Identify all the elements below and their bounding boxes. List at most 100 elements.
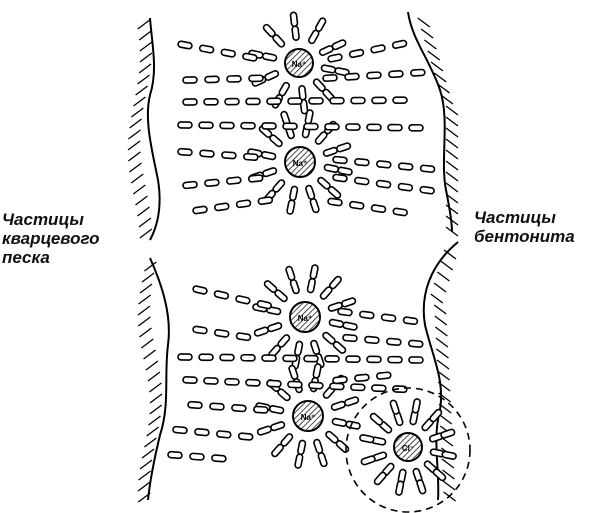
surface-hatch-line [139, 218, 151, 227]
water-dipole [367, 356, 381, 362]
water-dipole [287, 200, 296, 215]
water-dipole [318, 452, 328, 467]
water-dipole [254, 406, 268, 413]
water-dipole [261, 151, 276, 160]
water-dipole [227, 177, 242, 184]
water-dipole [371, 205, 386, 213]
water-dipole [168, 451, 182, 458]
water-dipole [354, 177, 369, 185]
surface-hatch-line [140, 53, 152, 62]
surface-hatch-line [442, 459, 454, 468]
water-dipole [232, 405, 246, 412]
water-dipole [395, 481, 404, 496]
sodium-ion-lower-1: Na⁺ [290, 302, 320, 332]
surface-hatch-line [138, 482, 150, 491]
water-dipole [331, 39, 346, 50]
water-dipole [183, 181, 198, 188]
surface-hatch-line [137, 207, 149, 216]
water-dipole [283, 355, 297, 361]
water-dipole [336, 142, 351, 152]
surface-hatch-line [446, 128, 458, 137]
water-dipole [199, 45, 214, 53]
water-dipole [304, 123, 318, 129]
surface-hatch-line [140, 42, 152, 51]
water-dipole [290, 12, 298, 27]
surface-hatch-line [135, 196, 147, 205]
water-dipole [409, 340, 423, 347]
water-dipole [269, 405, 284, 414]
water-dipole [372, 97, 386, 103]
water-dipole [398, 163, 413, 170]
water-dipole [420, 165, 435, 172]
water-dipole [214, 290, 229, 299]
water-dipole [344, 396, 359, 406]
water-dipole [367, 124, 381, 130]
surface-hatch-line [139, 31, 151, 40]
water-dipole [333, 376, 348, 383]
water-dipole [310, 198, 320, 213]
sodium-ion-label: Na⁺ [292, 60, 306, 69]
water-dipole [346, 421, 361, 430]
water-dipole [416, 479, 426, 494]
water-dipole [345, 73, 359, 80]
surface-hatch-line [136, 86, 148, 95]
surface-hatch-line [437, 360, 449, 369]
water-dipole [271, 443, 285, 457]
water-dipole [372, 385, 386, 392]
surface-hatch-line [128, 141, 140, 150]
sodium-ion-upper-2: Na⁺ [285, 147, 315, 177]
water-dipole [315, 17, 327, 32]
surface-hatch-line [131, 174, 143, 183]
sodium-ion-label: Na⁺ [301, 413, 315, 422]
surface-hatch-line [446, 117, 458, 126]
bentonite-label: Частицы бентонита [474, 208, 575, 246]
water-dipole [328, 198, 343, 206]
water-dipole [341, 297, 356, 307]
surface-hatch-line [428, 51, 440, 60]
surface-hatch-line [440, 415, 452, 424]
water-dipole [411, 69, 425, 76]
water-dipole [220, 122, 234, 128]
water-dipole [324, 164, 339, 173]
water-dipole [178, 354, 192, 360]
water-dipole [310, 264, 319, 279]
surface-hatch-line [131, 108, 143, 117]
water-dipole [392, 40, 407, 49]
surface-hatch-line [149, 383, 161, 392]
surface-hatch-line [141, 339, 153, 348]
water-dipole [246, 379, 260, 386]
surface-hatch-line [446, 150, 458, 159]
surface-hatch-line [434, 283, 446, 292]
water-dipole [262, 23, 276, 37]
water-dipole [346, 124, 360, 130]
water-dipole [388, 357, 402, 363]
water-dipole [263, 280, 277, 294]
surface-hatch-line [139, 328, 151, 337]
water-dipole [343, 334, 357, 341]
chloride-ion: Cl⁻ [394, 433, 422, 461]
water-dipole [225, 379, 239, 386]
quartz-sand-label: Частицы кварцевого песка [2, 210, 100, 267]
water-dipole [409, 357, 423, 363]
water-dipole [365, 336, 379, 343]
surface-hatch-line [446, 205, 458, 214]
water-dipole [294, 341, 303, 356]
water-dipole [351, 97, 365, 103]
water-dipole [295, 454, 304, 469]
water-dipole [323, 147, 338, 157]
water-dipole [236, 200, 251, 208]
water-dipole [193, 326, 208, 334]
water-dipole [248, 175, 263, 182]
sodium-ion-lower-2: Na⁺ [293, 401, 323, 431]
water-dipole [309, 98, 323, 104]
water-dipole [361, 455, 376, 465]
water-dipole [371, 44, 386, 53]
sodium-ion-upper-1: Na⁺ [285, 49, 313, 77]
surface-hatch-line [436, 349, 448, 358]
surface-hatch-line [446, 106, 458, 115]
water-dipole [270, 421, 285, 431]
water-dipole [212, 455, 226, 462]
surface-hatch-line [142, 273, 154, 282]
surface-hatch-line [128, 152, 140, 161]
water-dipole [188, 402, 202, 409]
